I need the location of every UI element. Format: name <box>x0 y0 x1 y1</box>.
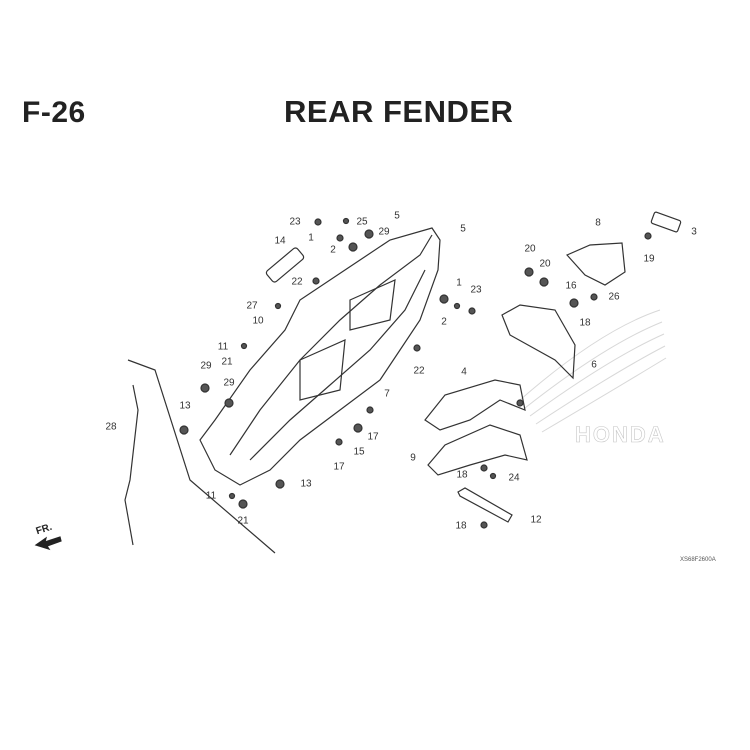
callout-17[interactable]: 17 <box>367 431 379 443</box>
callout-9[interactable]: 9 <box>410 452 416 464</box>
callout-2[interactable]: 2 <box>330 244 336 256</box>
callout-21[interactable]: 21 <box>237 515 249 527</box>
page-title: REAR FENDER <box>284 94 514 129</box>
callout-11[interactable]: 11 <box>217 341 229 353</box>
part-28-tube <box>124 384 139 546</box>
callout-20[interactable]: 20 <box>524 243 536 255</box>
callout-22[interactable]: 22 <box>413 365 425 377</box>
callout-1[interactable]: 1 <box>308 232 314 244</box>
fasteners <box>179 217 652 529</box>
callout-23[interactable]: 23 <box>470 284 482 296</box>
callout-16[interactable]: 16 <box>565 280 577 292</box>
part-12-stay <box>457 487 513 523</box>
figure-id: F-26 <box>22 96 86 129</box>
front-arrow-icon <box>34 536 62 551</box>
callout-13[interactable]: 13 <box>179 400 191 412</box>
callout-7[interactable]: 7 <box>384 388 390 400</box>
part-6-unit <box>501 304 576 380</box>
callout-21[interactable]: 21 <box>221 356 233 368</box>
callout-28[interactable]: 28 <box>105 421 117 433</box>
callout-5[interactable]: 5 <box>394 210 400 222</box>
callout-17[interactable]: 17 <box>333 461 345 473</box>
honda-watermark-logo: HONDA <box>575 422 666 448</box>
callout-24[interactable]: 24 <box>508 472 520 484</box>
callout-14[interactable]: 14 <box>274 235 286 247</box>
callout-6[interactable]: 6 <box>591 359 597 371</box>
callout-20[interactable]: 20 <box>539 258 551 270</box>
callout-18[interactable]: 18 <box>455 520 467 532</box>
callout-18[interactable]: 18 <box>579 317 591 329</box>
part-8-bracket <box>565 242 626 286</box>
callout-11[interactable]: 11 <box>205 490 217 502</box>
callout-1[interactable]: 1 <box>456 277 462 289</box>
callout-15[interactable]: 15 <box>353 446 365 458</box>
part-9-bracket <box>427 424 528 476</box>
callout-23[interactable]: 23 <box>289 216 301 228</box>
callout-29[interactable]: 29 <box>378 226 390 238</box>
callout-29[interactable]: 29 <box>200 360 212 372</box>
callout-12[interactable]: 12 <box>530 514 542 526</box>
callout-8[interactable]: 8 <box>595 217 601 229</box>
callout-19[interactable]: 19 <box>643 253 655 265</box>
callout-18[interactable]: 18 <box>456 469 468 481</box>
callout-25[interactable]: 25 <box>356 216 368 228</box>
callout-26[interactable]: 26 <box>608 291 620 303</box>
rear-fender-part-7 <box>199 227 441 486</box>
callout-3[interactable]: 3 <box>691 226 697 238</box>
honda-wing-watermark <box>519 309 667 433</box>
callout-4[interactable]: 4 <box>461 366 467 378</box>
part-4-bracket <box>424 379 526 431</box>
callout-27[interactable]: 27 <box>246 300 258 312</box>
callout-13[interactable]: 13 <box>300 478 312 490</box>
callout-2[interactable]: 2 <box>441 316 447 328</box>
callout-10[interactable]: 10 <box>252 315 264 327</box>
part-3-reflector <box>650 211 682 233</box>
callout-29[interactable]: 29 <box>223 377 235 389</box>
callout-5[interactable]: 5 <box>460 223 466 235</box>
diagram-code: XS68F2600A <box>680 557 716 563</box>
callout-22[interactable]: 22 <box>291 276 303 288</box>
part-14-seal <box>265 247 305 283</box>
